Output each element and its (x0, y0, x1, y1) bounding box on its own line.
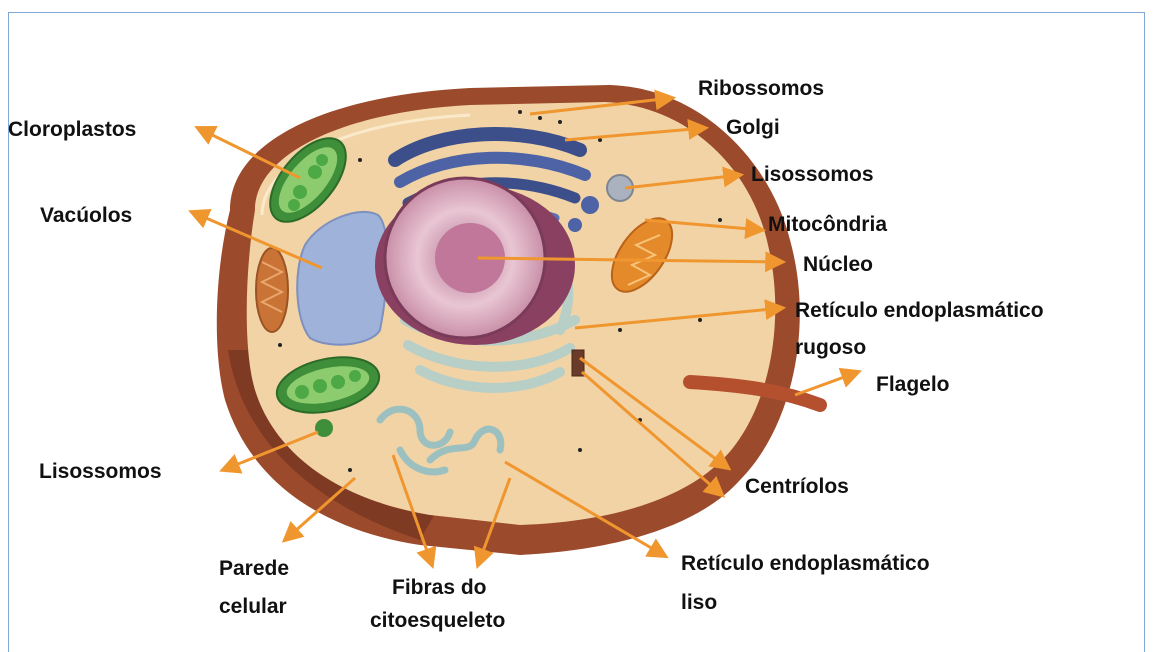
label-parede-2: celular (219, 594, 287, 620)
label-parede-1: Parede (219, 556, 289, 582)
lysosome-left (315, 419, 333, 437)
label-fibras-1: Fibras do (392, 575, 487, 601)
mitochondrion-left (256, 248, 288, 332)
label-flagelo: Flagelo (876, 372, 950, 398)
label-reticulo-rugoso-1: Retículo endoplasmático (795, 298, 1044, 324)
label-golgi: Golgi (726, 115, 780, 141)
label-fibras-2: citoesqueleto (370, 608, 505, 634)
label-reticulo-liso-2: liso (681, 590, 717, 616)
label-cloroplastos: Cloroplastos (8, 117, 136, 143)
label-reticulo-liso-1: Retículo endoplasmático (681, 551, 930, 577)
label-ribossomos: Ribossomos (698, 76, 824, 102)
arrow-flagelo (795, 372, 858, 395)
label-nucleo: Núcleo (803, 252, 873, 278)
label-lisossomos-right: Lisossomos (751, 162, 874, 188)
label-reticulo-rugoso-2: rugoso (795, 335, 866, 361)
label-mitocondria: Mitocôndria (768, 212, 887, 238)
label-centriolos: Centríolos (745, 474, 849, 500)
label-vacuolos: Vacúolos (40, 203, 132, 229)
label-lisossomos-left: Lisossomos (39, 459, 162, 485)
